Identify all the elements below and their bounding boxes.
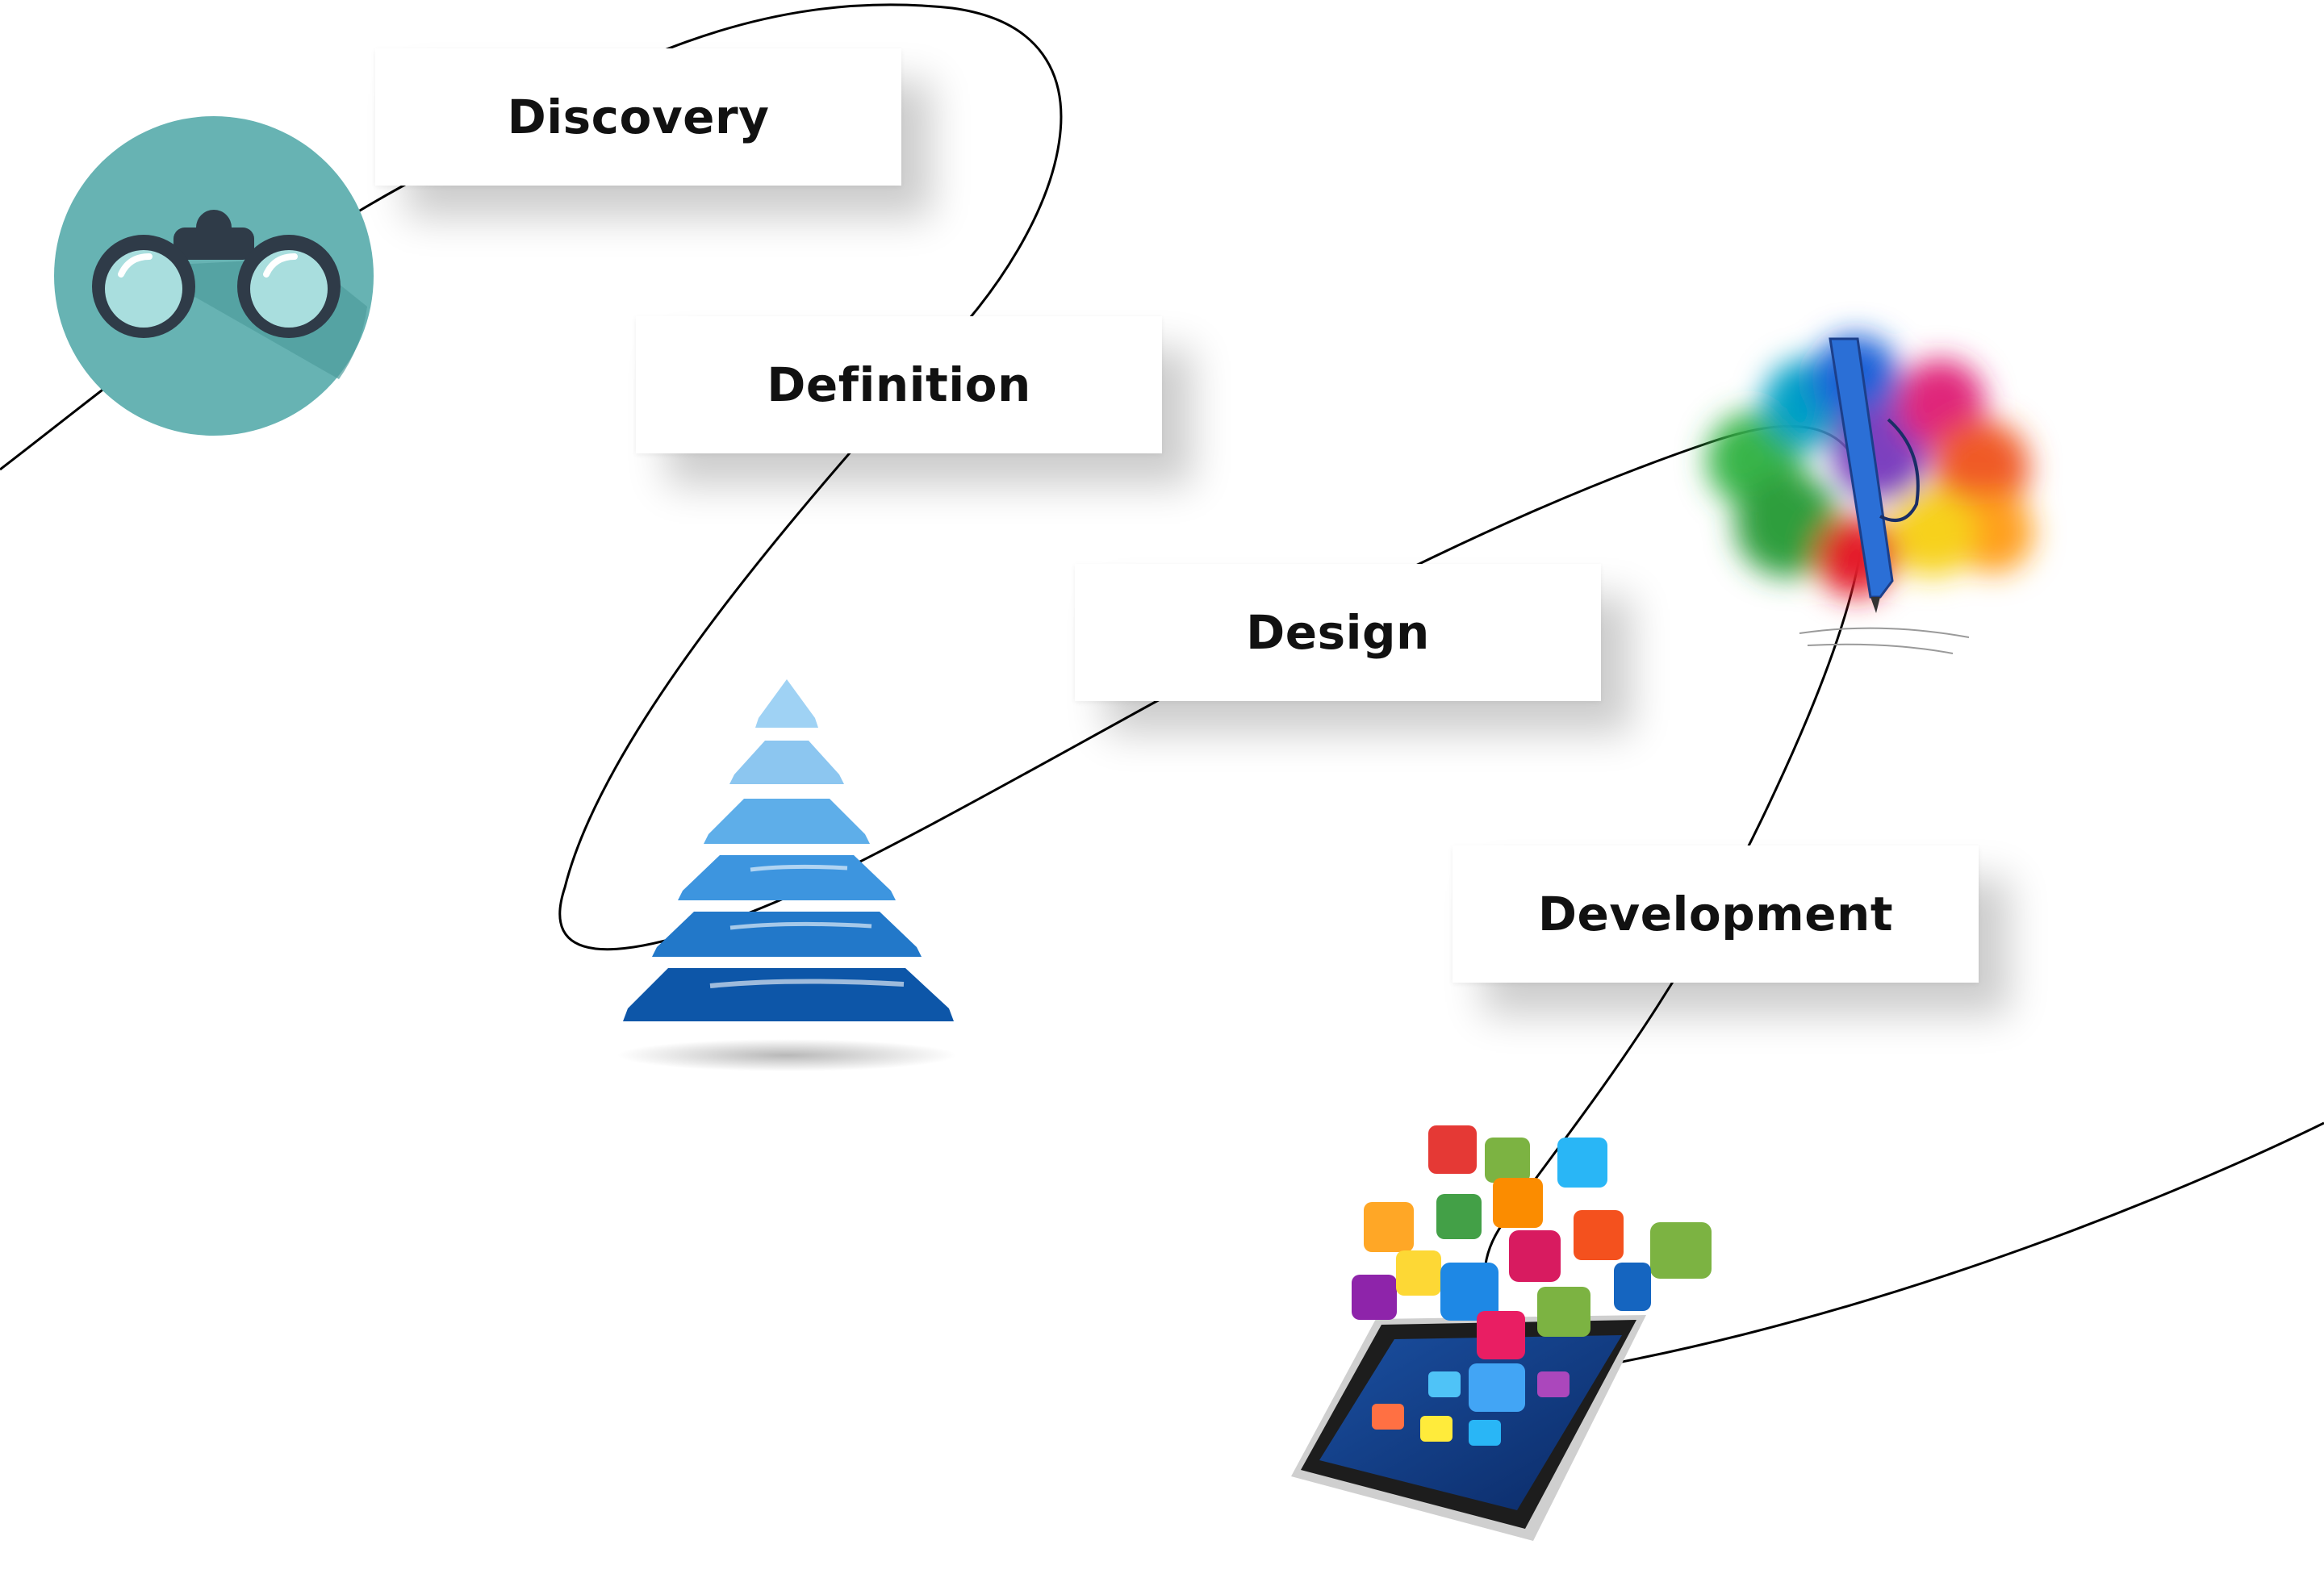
stage-label: Definition (767, 357, 1031, 412)
stage-label: Design (1246, 605, 1430, 660)
stage-card-development: Development (1452, 845, 1979, 983)
stage-card-discovery: Discovery (375, 48, 901, 186)
stage-card-definition: Definition (636, 316, 1162, 453)
pyramid-icon (617, 679, 956, 1071)
binoculars-icon (54, 116, 374, 436)
smartphone-apps-icon (1291, 1125, 1712, 1541)
paint-splash-pencil-icon (1707, 335, 2034, 654)
stage-card-design: Design (1075, 564, 1601, 701)
stage-label: Discovery (507, 90, 770, 144)
stage-label: Development (1537, 887, 1894, 941)
